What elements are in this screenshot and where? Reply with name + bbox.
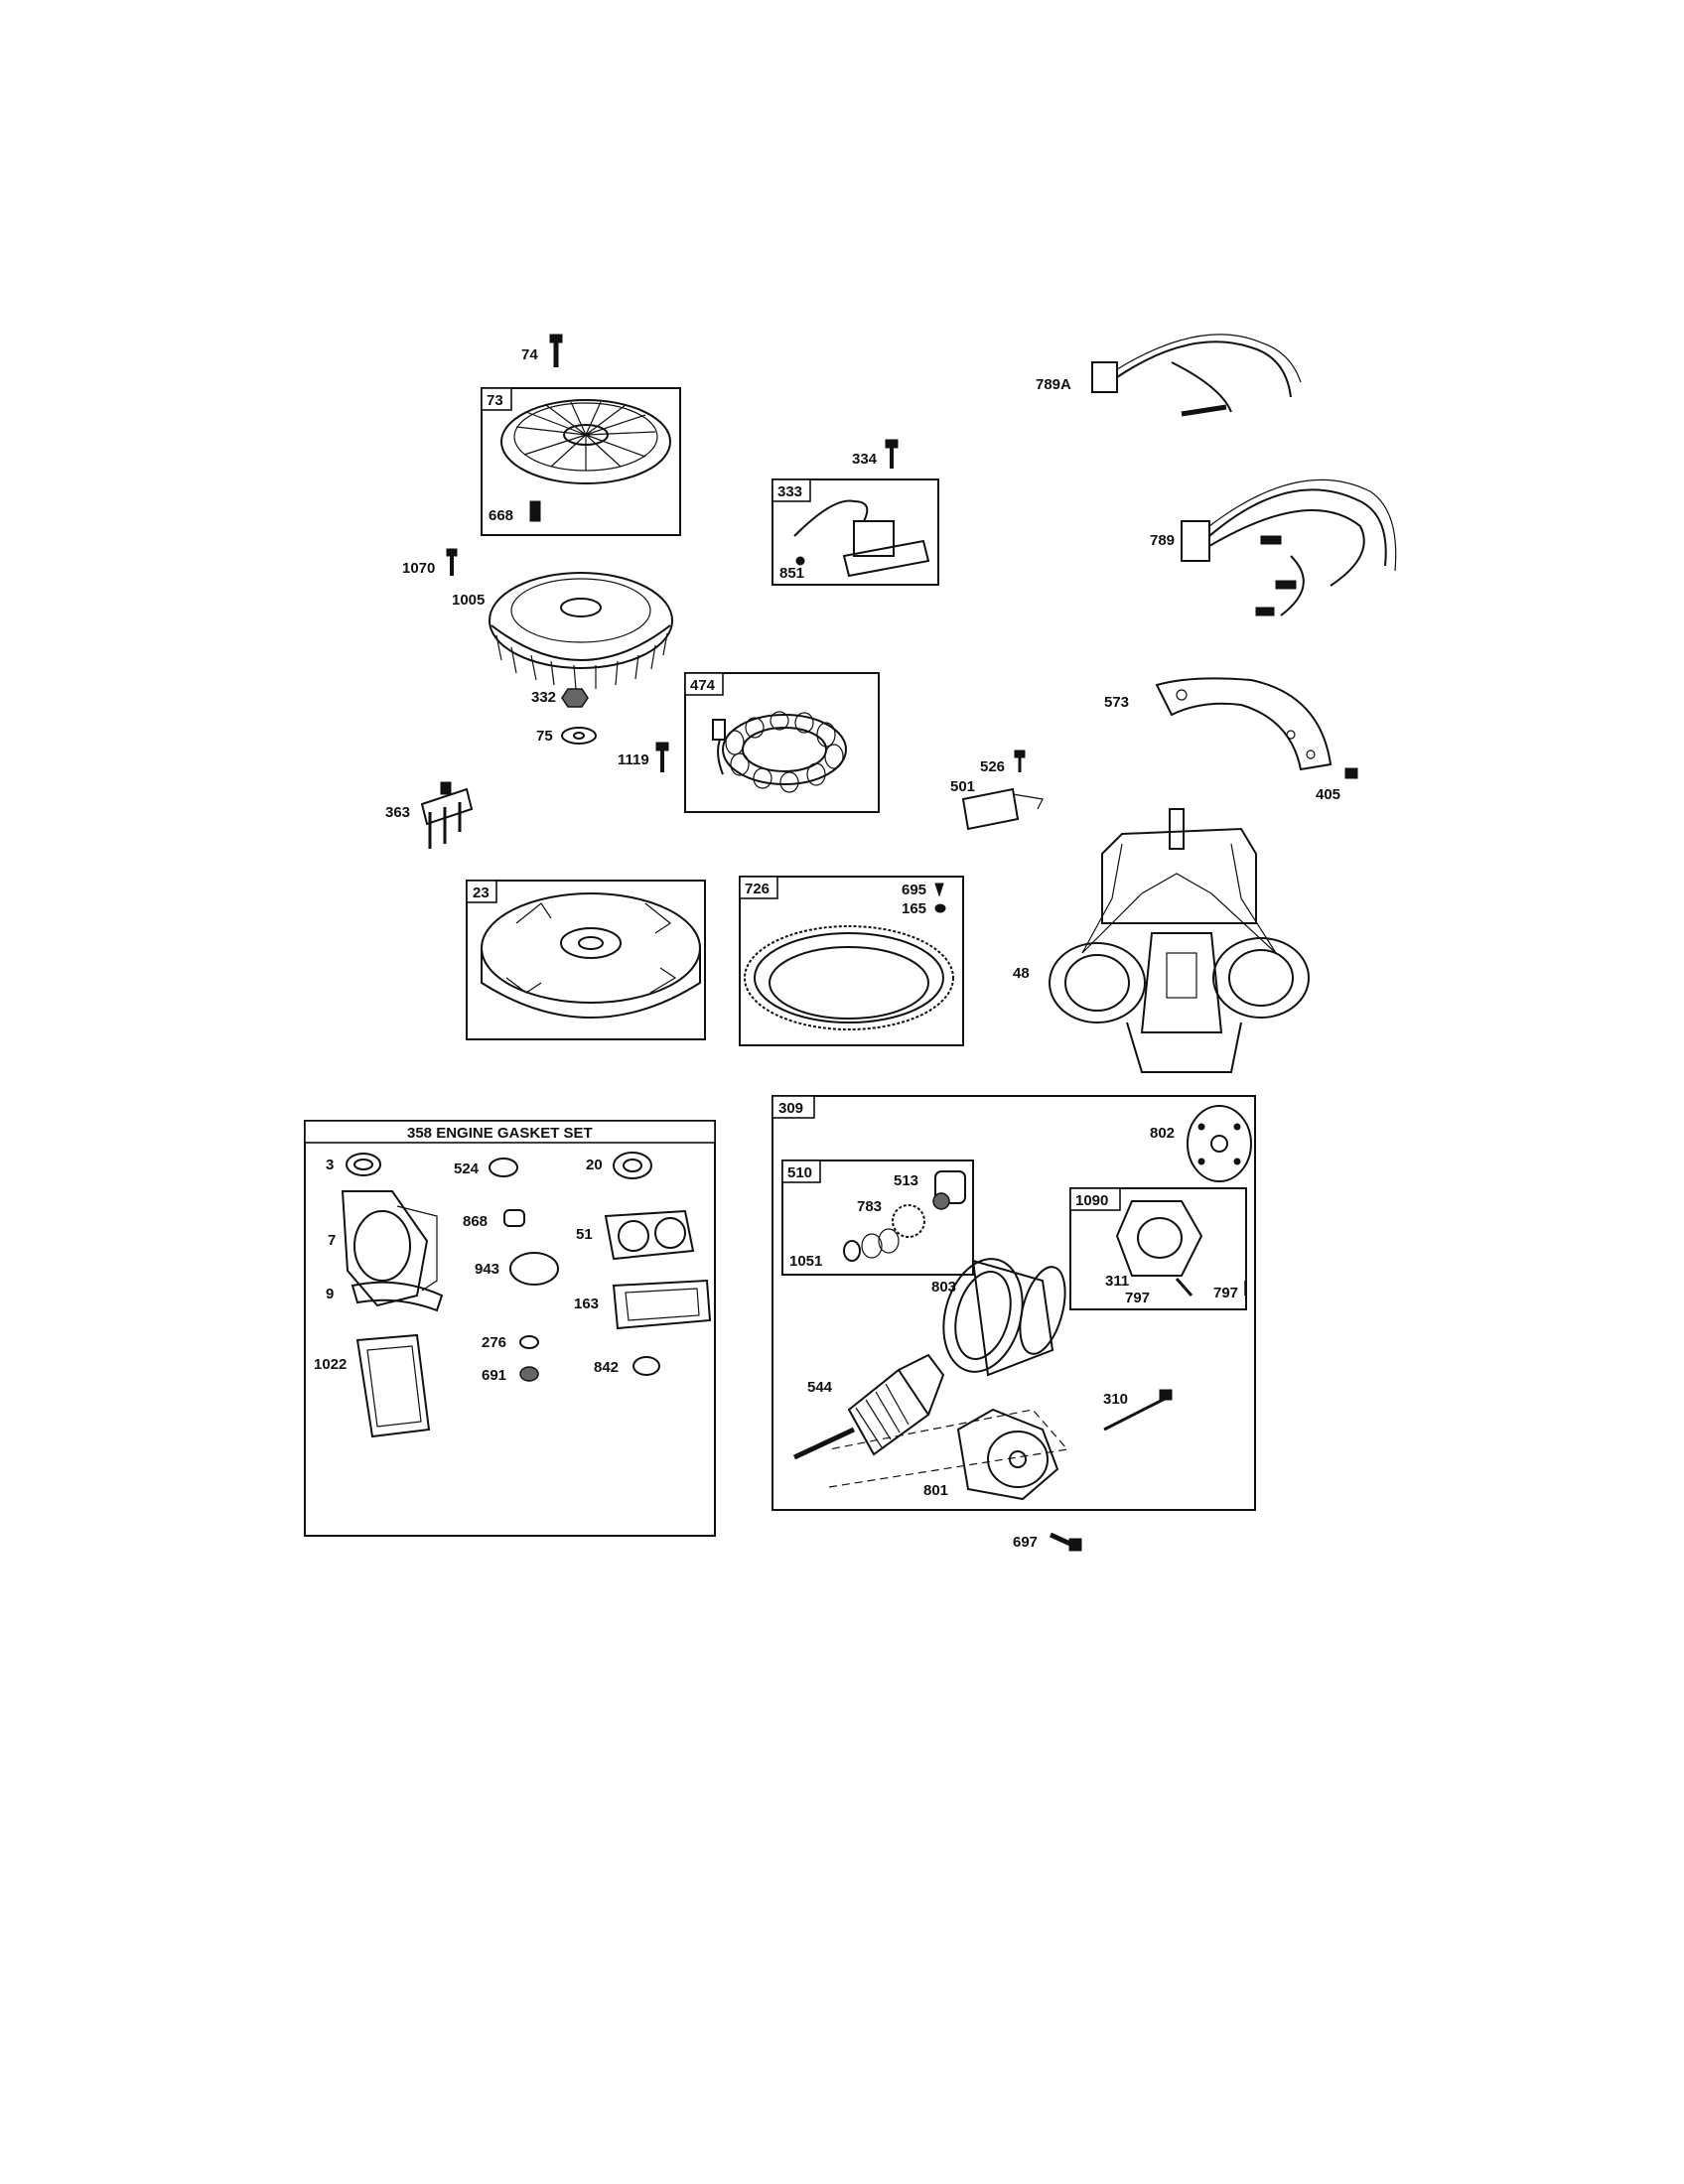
label-3: 3 — [326, 1157, 334, 1173]
part-75-washer[interactable]: 75 — [536, 727, 597, 745]
label-697: 697 — [1013, 1534, 1038, 1551]
part-842-seal[interactable]: 842 — [594, 1356, 660, 1376]
part-48-crankcase[interactable]: 48 — [1013, 808, 1310, 1073]
label-695: 695 — [902, 882, 926, 898]
gasket-set-box: 358 ENGINE GASKET SET — [304, 1120, 716, 1537]
part-526-screw[interactable]: 526 — [980, 750, 1026, 775]
label-510: 510 — [787, 1164, 812, 1181]
label-526: 526 — [980, 758, 1005, 775]
part-803-housing[interactable]: 803 — [931, 1250, 1073, 1381]
label-668: 668 — [489, 507, 513, 524]
label-9: 9 — [326, 1286, 334, 1302]
label-797-b: 797 — [1213, 1285, 1238, 1301]
part-789-wire-harness[interactable]: 789 — [1150, 478, 1397, 616]
label-1070: 1070 — [402, 560, 435, 577]
part-501-regulator[interactable]: 501 — [950, 778, 1044, 831]
part-1022-gasket[interactable]: 1022 — [314, 1333, 431, 1438]
label-1022: 1022 — [314, 1356, 347, 1373]
part-510-drive-kit[interactable]: 510 513 783 1051 — [781, 1160, 974, 1276]
part-276-washer[interactable]: 276 — [482, 1334, 539, 1351]
part-405-screw[interactable]: 405 — [1316, 767, 1358, 803]
label-51: 51 — [576, 1226, 593, 1243]
part-544-armature[interactable]: 544 — [792, 1353, 945, 1460]
label-573: 573 — [1104, 694, 1129, 711]
label-48: 48 — [1013, 965, 1030, 982]
label-74: 74 — [521, 346, 538, 363]
label-333: 333 — [777, 483, 802, 500]
part-7-cylinder-head-gasket[interactable]: 7 — [328, 1190, 438, 1307]
part-524-seal[interactable]: 524 — [454, 1158, 518, 1177]
label-789: 789 — [1150, 532, 1175, 549]
part-789A-wire-harness[interactable]: 789A — [1036, 334, 1302, 417]
label-474: 474 — [690, 677, 716, 694]
label-363: 363 — [385, 804, 410, 821]
part-801-end-cap[interactable]: 801 — [828, 1408, 1069, 1501]
label-73: 73 — [487, 392, 503, 409]
gasket-set-title: 358 ENGINE GASKET SET — [407, 1125, 593, 1142]
label-797-a: 797 — [1125, 1290, 1150, 1306]
part-73-fan-screen[interactable]: 73 668 — [481, 387, 681, 536]
part-9-gasket[interactable]: 9 — [326, 1281, 444, 1312]
part-3-seal[interactable]: 3 — [326, 1153, 381, 1176]
part-51-intake-gasket[interactable]: 51 — [576, 1209, 695, 1261]
label-801: 801 — [923, 1482, 948, 1499]
label-405: 405 — [1316, 786, 1340, 803]
label-311: 311 — [1105, 1273, 1129, 1290]
label-20: 20 — [586, 1157, 603, 1173]
label-868: 868 — [463, 1213, 488, 1230]
part-363-bracket[interactable]: 363 — [385, 781, 474, 849]
label-851: 851 — [779, 565, 804, 582]
part-310-bolt[interactable]: 310 — [1103, 1389, 1173, 1432]
label-276: 276 — [482, 1334, 506, 1351]
part-802-plate[interactable]: 802 — [1150, 1105, 1252, 1182]
label-513: 513 — [894, 1172, 918, 1189]
part-332-nut[interactable]: 332 — [531, 688, 589, 708]
label-23: 23 — [473, 885, 490, 901]
label-1090: 1090 — [1075, 1192, 1108, 1209]
part-1090-brush-holder[interactable]: 1090 311 797 797 — [1069, 1187, 1247, 1310]
label-691: 691 — [482, 1367, 506, 1384]
part-23-flywheel[interactable]: 23 — [466, 880, 706, 1040]
label-309: 309 — [778, 1100, 803, 1117]
label-501: 501 — [950, 778, 975, 795]
label-803: 803 — [931, 1279, 956, 1296]
label-789A: 789A — [1036, 376, 1071, 393]
part-163-gasket[interactable]: 163 — [574, 1279, 712, 1330]
label-310: 310 — [1103, 1391, 1128, 1408]
part-697-screw[interactable]: 697 — [1013, 1532, 1082, 1552]
label-332: 332 — [531, 689, 556, 706]
label-1051: 1051 — [789, 1253, 822, 1270]
label-165: 165 — [902, 900, 926, 917]
label-75: 75 — [536, 728, 553, 745]
label-524: 524 — [454, 1160, 480, 1177]
label-842: 842 — [594, 1359, 619, 1376]
label-7: 7 — [328, 1232, 336, 1249]
part-1005-blower-housing-fan[interactable]: 1005 — [452, 572, 673, 690]
part-334-screw[interactable]: 334 — [852, 439, 899, 469]
part-74-bolt[interactable]: 74 — [521, 334, 563, 367]
part-309-starter-motor[interactable]: 309 — [772, 1095, 1256, 1511]
part-943-o-ring[interactable]: 943 — [475, 1252, 559, 1286]
part-868-cap[interactable]: 868 — [463, 1209, 525, 1230]
part-573-baffle[interactable]: 573 — [1104, 677, 1333, 771]
part-726-ring-gear[interactable]: 726 695 165 — [739, 876, 964, 1046]
part-1119-screw[interactable]: 1119 — [618, 742, 669, 772]
part-474-alternator-stator[interactable]: 474 — [684, 672, 880, 813]
label-1119: 1119 — [618, 751, 649, 768]
label-726: 726 — [745, 881, 770, 897]
part-333-ignition-armature[interactable]: 333 851 — [772, 478, 939, 586]
label-163: 163 — [574, 1296, 599, 1312]
label-943: 943 — [475, 1261, 499, 1278]
label-783: 783 — [857, 1198, 882, 1215]
part-20-oil-seal[interactable]: 20 — [586, 1152, 652, 1179]
part-691-seal[interactable]: 691 — [482, 1366, 539, 1384]
part-1070-screw[interactable]: 1070 — [402, 548, 458, 577]
label-1005: 1005 — [452, 592, 485, 609]
label-544: 544 — [807, 1379, 833, 1396]
label-334: 334 — [852, 451, 878, 468]
label-802: 802 — [1150, 1125, 1175, 1142]
